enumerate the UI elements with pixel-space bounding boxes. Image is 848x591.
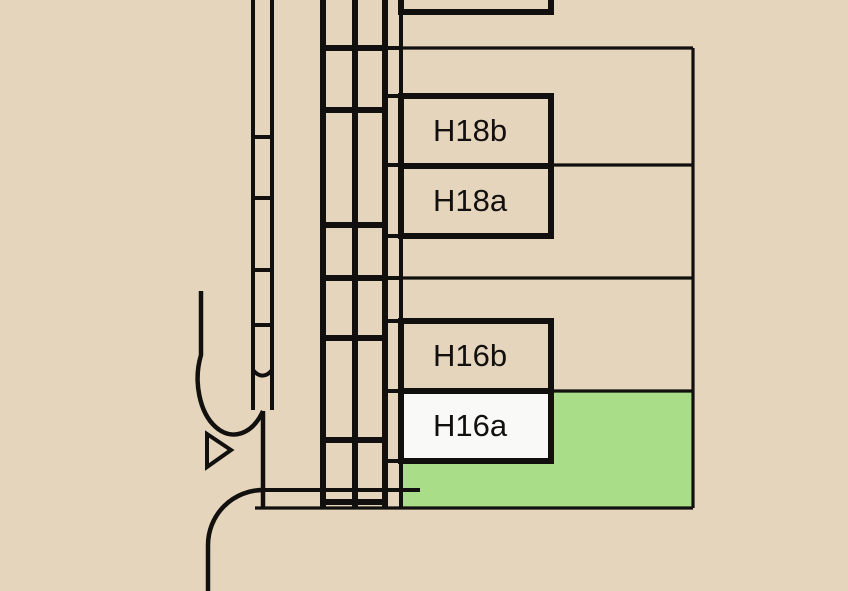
cell-label-h18b[interactable]: H18b [433,113,508,148]
floor-slab-lines [255,46,695,510]
cell-h16a-fill[interactable] [404,394,548,458]
core-columns [320,0,403,508]
cell-label-h16a[interactable]: H16a [433,408,508,443]
core-shaft-left [251,0,274,410]
conduit-u-bend [195,291,266,437]
cell-label-h16b[interactable]: H16b [433,338,508,373]
conduit-lower-bend [205,487,264,591]
core-stub-columns [385,46,401,463]
cell-label-h18a[interactable]: H18a [433,183,508,218]
triangle-right-icon[interactable] [205,430,235,471]
core-ties [323,45,385,505]
shaft-rounded-base [251,368,274,378]
